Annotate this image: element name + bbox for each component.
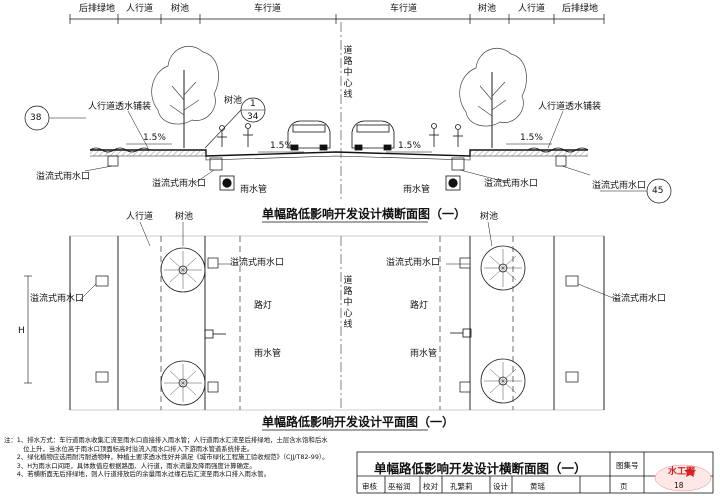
note-line: 位上升，当水位高于雨水口顶面标高时溢流入雨水口排入下游雨水管道系统排走。: [4, 444, 254, 453]
section-tree-pit-label: 树池: [224, 96, 243, 106]
plan-center-line-label: 道路中心线: [343, 276, 353, 330]
section-title: 单幅路低影响开发设计横断面图（一）: [262, 207, 467, 221]
overflow-inlet-label-3: 溢流式雨水口: [592, 181, 647, 191]
rain-pipe-right-label: 雨水管: [403, 185, 431, 195]
plan-inlet-left-label: 溢流式雨水口: [30, 294, 85, 304]
rain-pipe-left-symbol: [222, 178, 232, 188]
titleblock-check-label: 校对: [423, 482, 438, 491]
watermark-logo: [654, 464, 712, 492]
plan-view: [24, 221, 619, 411]
callout-mid-bottom-label: 34: [247, 112, 259, 122]
plan-tree-pit-right-label: 树池: [480, 212, 499, 222]
plan-inlet-right-label: 溢流式雨水口: [612, 294, 667, 304]
titleblock-sheet-no-label: 图集号: [616, 461, 639, 470]
ped-paving-right-label: 人行道透水铺装: [538, 102, 602, 112]
titleblock-designer: 黄瑶: [530, 482, 545, 491]
ped-paving-left-label: 人行道透水铺装: [88, 102, 152, 112]
dim-top-5: 树池: [478, 4, 497, 14]
dim-top-0: 后排绿地: [79, 4, 116, 14]
cross-section: [24, 46, 672, 204]
dim-top-7: 后排绿地: [562, 4, 599, 14]
dim-top-1: 人行道: [126, 4, 154, 14]
note-line: 3、H为雨水口间距，具体数值应根据路面、人行道，雨水流量及降雨强度计算确定。: [4, 461, 256, 470]
titleblock-review-label: 审核: [362, 482, 377, 491]
car-right-icon: [351, 120, 395, 151]
plan-title: 单幅路低影响开发设计平面图（一）: [262, 415, 455, 429]
slope-label-2: 1.5%: [398, 141, 421, 151]
plan-tree-circles: [160, 245, 526, 406]
slope-label-3: 1.5%: [520, 133, 543, 143]
slope-label-0: 1.5%: [143, 133, 166, 143]
titleblock-reviewer: 巫裕润: [388, 482, 411, 491]
dim-top-4: 车行道: [390, 4, 418, 14]
titleblock-page-label: 页: [620, 482, 628, 491]
notes-block: 注：1、排水方式：车行道雨水收集汇流至雨水口直接排入雨水管；人行道雨水汇流至后排…: [4, 436, 354, 479]
title-block-frame: [356, 451, 714, 494]
overflow-inlet-label-1: 溢流式雨水口: [152, 179, 207, 189]
note-line: 注：1、排水方式：车行道雨水收集汇流至雨水口直接排入雨水管；人行道雨水汇流至后排…: [4, 436, 328, 444]
slope-label-1: 1.5%: [270, 141, 293, 151]
titleblock-page-no: 18: [674, 481, 684, 490]
titleblock-checker: 孔繁莉: [450, 482, 473, 491]
dim-top-2: 树池: [171, 4, 190, 14]
cyclist-icons: [217, 123, 463, 147]
note-line: 4、若横断面无后排绿地，则人行道排放后的余量雨水过缘石后汇流至雨水口排入雨水管。: [4, 470, 271, 479]
overflow-inlet-label-0: 溢流式雨水口: [36, 172, 91, 182]
section-center-line-label: 道路中心线: [343, 46, 353, 100]
tree-left: [151, 46, 219, 148]
plan-pipe-right-label: 雨水管: [410, 349, 438, 359]
plan-lamp-left-label: 路灯: [254, 301, 273, 311]
titleblock-title: 单幅路低影响开发设计横断面图（一）: [374, 461, 587, 476]
plan-dimension-h-label: H: [18, 326, 25, 336]
lamp-icons: [204, 328, 472, 339]
watermark-text: 水工网: [668, 467, 696, 477]
dim-top-3: 车行道: [254, 4, 282, 14]
rain-pipe-right-symbol: [448, 178, 458, 188]
titleblock-design-label: 设计: [493, 482, 508, 491]
plan-tree-pit-left-label: 树池: [175, 212, 194, 222]
callout-mid-top-label: 1: [250, 99, 256, 109]
tree-right: [459, 48, 527, 148]
callout-left-label: 38: [30, 113, 42, 123]
plan-inlet-mid-left-label: 溢流式雨水口: [230, 258, 285, 268]
top-dimension-line: [69, 14, 605, 24]
plan-pipe-left-label: 雨水管: [254, 349, 282, 359]
plan-inlet-mid-right-label: 溢流式雨水口: [386, 258, 441, 268]
plan-lamp-right-label: 路灯: [410, 301, 429, 311]
road-surface: [90, 149, 588, 157]
rain-pipe-left-label: 雨水管: [240, 185, 268, 195]
plan-inlets: [95, 257, 579, 393]
car-left-icon: [287, 120, 331, 151]
dim-top-6: 人行道: [518, 4, 546, 14]
overflow-inlet-label-2: 溢流式雨水口: [484, 179, 539, 189]
note-line: 2、绿化植物应选用耐污耐透物种，种植土要求透水性好并满足《城市绿化工程施工验收规…: [4, 453, 329, 462]
plan-pedestrian-label: 人行道: [126, 212, 154, 222]
callout-right-label: 45: [652, 186, 664, 196]
